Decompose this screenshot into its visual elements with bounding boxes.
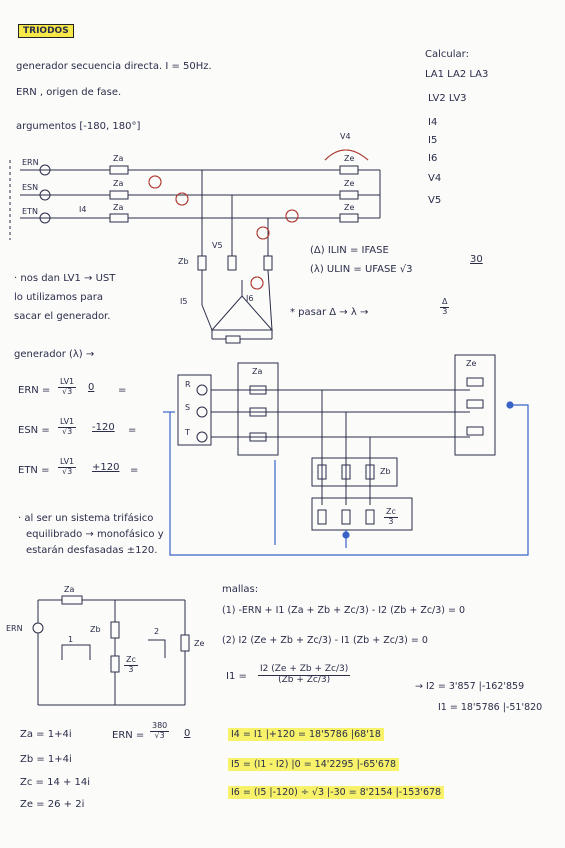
note-line: lo utilizamos para [14,292,104,303]
za-label: Za [113,179,124,188]
i1-result: I1 = 18'5786 |-51'820 [438,702,543,713]
phase-label: R [185,380,191,389]
i6-label: I6 [246,294,254,303]
value-ern-lhs: ERN = [112,730,145,741]
ern-fraction: LV1√3 [58,377,77,396]
ern-lhs: ERN = [18,385,51,396]
ze-label: Ze [344,154,355,163]
i1-fraction: I2 (Ze + Zb + Zc/3)(Zb + Zc/3) [258,664,351,685]
calcular-item: I6 [428,153,438,164]
value-za: Za = 1+4i [20,729,72,740]
ze-label: Ze [344,179,355,188]
value-zb: Zb = 1+4i [20,754,72,765]
relation-star: (λ) ULIN = UFASE √3 [310,264,413,275]
result-i4: I4 = I1 |+120 = 18'5786 |68'18 [228,728,384,741]
calcular-item: V4 [428,173,442,184]
value-ze: Ze = 26 + 2i [20,799,85,810]
esn-angle: -120 [92,422,115,433]
malla-eq-1: (1) -ERN + I1 (Za + Zb + Zc/3) - I2 (Zb … [222,605,466,616]
za-label: Za [113,203,124,212]
calcular-heading: Calcular: [425,49,469,60]
i1-lhs: I1 = [226,671,247,682]
zb-label: Zb [380,467,391,476]
mallas-heading: mallas: [222,584,259,595]
result-i5: I5 = (I1 - I2) |0 = 14'2295 |-65'678 [228,758,400,771]
etn-angle: +120 [92,462,120,473]
relation-angle: 30 [470,254,483,265]
zb-label: Zb [90,625,101,634]
calcular-item: V5 [428,195,442,206]
loop-label: 2 [154,627,160,636]
value-zc: Zc = 14 + 14i [20,777,91,788]
phase-label: S [185,403,191,412]
calcular-row-1: LA1 LA2 LA3 [425,69,489,80]
za-label: Za [113,154,124,163]
v5-label: V5 [212,241,223,250]
problem-line-2: ERN , origen de fase. [16,87,122,98]
source-label: ERN [22,158,39,167]
value-ern-fraction: 380√3 [150,721,170,740]
calcular-item: I5 [428,135,438,146]
i4-label: I4 [79,205,87,214]
v4-label: V4 [340,132,351,141]
note-line: sacar el generador. [14,311,111,322]
conversion-note: * pasar Δ → λ → [290,307,369,318]
generador-heading: generador (λ) → [14,349,95,360]
calcular-row-2: LV2 LV3 [428,93,467,104]
calcular-item: I4 [428,117,438,128]
source-label: ESN [22,183,39,192]
page-title: TRIODOS [18,24,74,38]
relation-delta: (Δ) ILIN = IFASE [310,245,389,256]
eq-sign: = [118,385,127,396]
source-label: ERN [6,624,23,633]
etn-fraction: LV1√3 [58,457,77,476]
eq-sign: = [130,465,139,476]
za-label: Za [64,585,75,594]
problem-line-3: argumentos [-180, 180°] [16,121,141,132]
source-label: ETN [22,207,38,216]
i5-label: I5 [180,297,188,306]
ze-label: Ze [466,359,477,368]
note-line: · nos dan LV1 → UST [14,273,116,284]
esn-fraction: LV1√3 [58,417,77,436]
phase-label: T [185,428,190,437]
problem-line-1: generador secuencia directa. I = 50Hz. [16,61,212,72]
result-i6: I6 = (I5 |-120) ÷ √3 |-30 = 8'2154 |-153… [228,786,445,799]
note-line: equilibrado → monofásico y [26,529,164,540]
eq-sign: = [128,425,137,436]
ze-label: Ze [194,639,205,648]
esn-lhs: ESN = [18,425,50,436]
ern-angle: 0 [88,382,95,393]
malla-eq-2: (2) I2 (Ze + Zb + Zc/3) - I1 (Zb + Zc/3)… [222,635,428,646]
zb-label: Zb [178,257,189,266]
etn-lhs: ETN = [18,465,50,476]
loop-label: 1 [68,635,74,644]
note-line: estarán desfasadas ±120. [26,545,158,556]
note-line: · al ser un sistema trifásico [18,513,154,524]
value-ern-angle: 0 [184,728,191,739]
za-label: Za [252,367,263,376]
ze-label: Ze [344,203,355,212]
i2-result: → I2 = 3'857 |-162'859 [415,681,525,692]
